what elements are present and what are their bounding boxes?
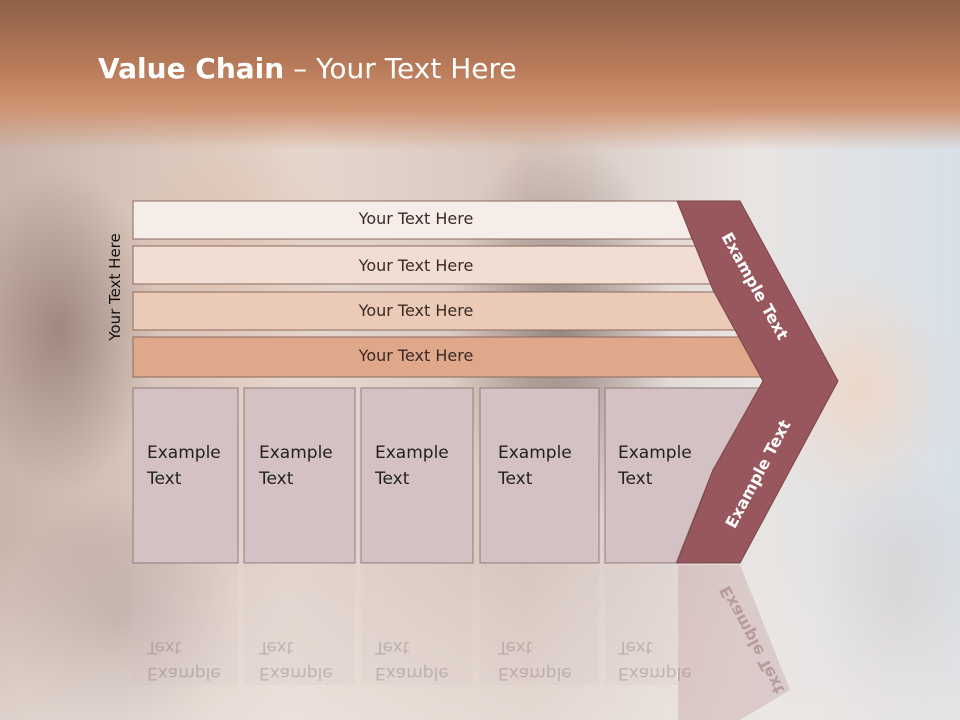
activity-box-reflection-4 — [480, 565, 599, 685]
row-bars — [132, 200, 764, 378]
title-main: Value Chain — [98, 52, 285, 85]
activity-box-5-reflection-label: Example Text — [618, 634, 692, 686]
title-rest: – Your Text Here — [284, 52, 517, 85]
activity-box-reflection-2 — [244, 565, 355, 685]
activity-box-2-line2: Text — [259, 469, 294, 489]
activity-box-2-label: Example Text — [259, 440, 333, 492]
chevron-shape — [676, 200, 839, 564]
activity-box-5-reflection-line1: Example — [618, 663, 692, 683]
activity-box-4-reflection-line1: Example — [498, 663, 572, 683]
activity-box-1-line2: Text — [147, 469, 182, 489]
activity-box-1-reflection-line1: Example — [147, 663, 221, 683]
activity-box-3 — [360, 387, 474, 564]
activity-box-3-line2: Text — [375, 469, 410, 489]
row-label-2: Your Text Here — [358, 256, 474, 275]
activity-box-reflection-5 — [605, 565, 677, 685]
activity-box-2-reflection-line1: Example — [259, 663, 333, 683]
activity-box-2-reflection-line2: Text — [259, 637, 294, 657]
activity-box-reflection-1 — [133, 565, 238, 685]
activity-box-5-reflection-line2: Text — [618, 637, 653, 657]
activity-box-3-label: Example Text — [375, 440, 449, 492]
activity-box-3-reflection-line2: Text — [375, 637, 410, 657]
row-label-1: Your Text Here — [358, 209, 474, 228]
activity-box-4-reflection-line2: Text — [498, 637, 533, 657]
header-band — [0, 0, 960, 150]
activity-boxes — [132, 387, 763, 564]
activity-box-4-label: Example Text — [498, 440, 572, 492]
activity-box-2 — [243, 387, 356, 564]
activity-box-4-line2: Text — [498, 469, 533, 489]
activity-box-4-line1: Example — [498, 443, 572, 463]
activity-box-2-reflection-label: Example Text — [259, 634, 333, 686]
box-reflections — [133, 565, 790, 720]
activity-box-2-line1: Example — [259, 443, 333, 463]
activity-box-5-label: Example Text — [618, 440, 692, 492]
activity-box-3-line1: Example — [375, 443, 449, 463]
activity-box-1-reflection-label: Example Text — [147, 634, 221, 686]
activity-box-4 — [479, 387, 600, 564]
activity-box-1-label: Example Text — [147, 440, 221, 492]
row-label-3: Your Text Here — [358, 301, 474, 320]
activity-box-3-reflection-label: Example Text — [375, 634, 449, 686]
row-label-4: Your Text Here — [358, 346, 474, 365]
background-fade — [0, 540, 960, 720]
activity-box-1 — [132, 387, 239, 564]
page-title: Value Chain – Your Text Here — [98, 52, 517, 85]
activity-box-5-line1: Example — [618, 443, 692, 463]
chevron-reflection — [678, 565, 790, 720]
activity-box-4-reflection-label: Example Text — [498, 634, 572, 686]
activity-box-1-line1: Example — [147, 443, 221, 463]
activity-box-5-line2: Text — [618, 469, 653, 489]
activity-box-3-reflection-line1: Example — [375, 663, 449, 683]
activity-box-reflection-3 — [361, 565, 473, 685]
activity-box-1-reflection-line2: Text — [147, 637, 182, 657]
